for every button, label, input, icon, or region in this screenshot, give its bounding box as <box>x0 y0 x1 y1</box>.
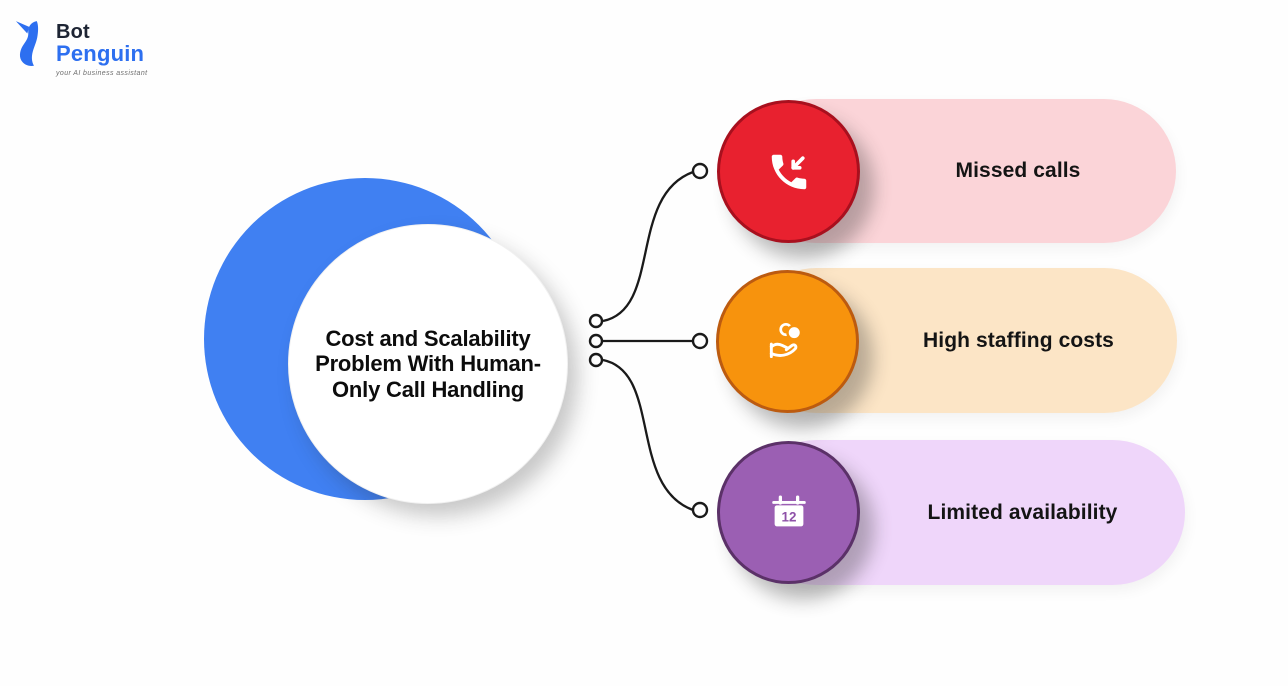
pill-label: Limited availability <box>927 500 1118 524</box>
connector-dot <box>588 313 604 329</box>
connector-dot <box>691 332 709 350</box>
connector-dot <box>691 501 709 519</box>
calendar-day-text: 12 <box>781 509 796 524</box>
high-staffing-costs-badge <box>716 270 859 413</box>
connector-curve-top <box>602 170 694 323</box>
center-title: Cost and Scalability Problem With Human-… <box>315 325 541 402</box>
limited-availability-badge: 12 <box>717 441 860 584</box>
center-circle: Cost and Scalability Problem With Human-… <box>288 224 568 504</box>
hand-coins-icon <box>769 322 802 358</box>
connector-dot <box>588 333 604 349</box>
calendar-icon: 12 <box>771 495 806 526</box>
logo-bot: Bot <box>56 21 90 43</box>
connector-dot <box>691 162 709 180</box>
missed-call-icon <box>771 154 806 189</box>
penguin-icon <box>15 21 39 67</box>
pill-label: High staffing costs <box>923 328 1114 352</box>
connector-curve-bottom <box>602 358 694 512</box>
logo-penguin: Penguin <box>56 41 145 66</box>
pill-label: Missed calls <box>955 159 1081 182</box>
logo-text: Bot Penguin your AI business assistant <box>56 18 147 77</box>
botpenguin-logo: Bot Penguin your AI business assistant <box>14 18 147 77</box>
connector-dot <box>588 352 604 368</box>
logo-tagline: your AI business assistant <box>56 70 148 77</box>
missed-calls-badge <box>717 100 860 243</box>
